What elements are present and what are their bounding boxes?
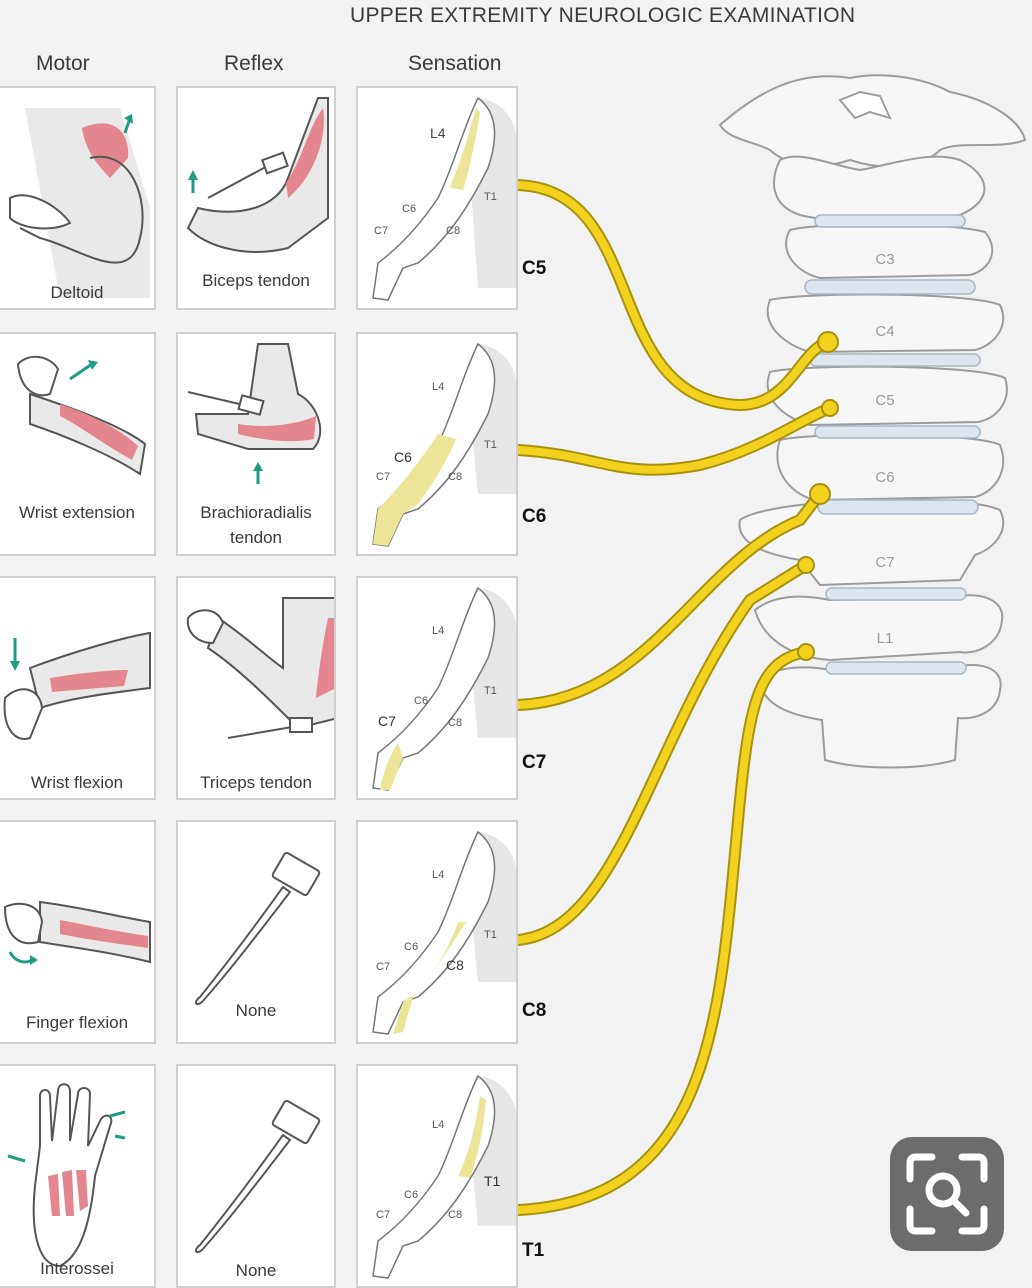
wrist-flexion-illustration xyxy=(3,631,151,740)
motor-label: Wrist flexion xyxy=(30,773,124,792)
reflex-label: Biceps tendon xyxy=(202,271,310,290)
svg-text:C7: C7 xyxy=(374,225,388,237)
vertebra-label: C5 xyxy=(875,392,894,409)
brachioradialis-reflex-illustration xyxy=(187,343,322,484)
sensation-card: L4 T1 C6 C8 C7 xyxy=(356,820,518,1044)
svg-text:C8: C8 xyxy=(448,717,462,729)
biceps-reflex-illustration xyxy=(186,97,329,253)
motor-label: Wrist extension xyxy=(19,503,135,522)
svg-text:L4: L4 xyxy=(432,381,444,393)
reflex-card: Biceps tendon xyxy=(176,86,336,310)
svg-text:C8: C8 xyxy=(446,225,460,237)
triceps-reflex-illustration xyxy=(186,597,334,739)
nerve-level-label: C8 xyxy=(522,1000,547,1021)
vertebra-label: C7 xyxy=(875,554,894,571)
svg-text:C7: C7 xyxy=(376,961,390,973)
nerve-root-c6 xyxy=(514,404,834,474)
svg-text:T1: T1 xyxy=(484,1173,501,1189)
sensation-card: L4 T1 C6 C8 C7 xyxy=(356,332,518,556)
reflex-card: Triceps tendon xyxy=(176,576,336,800)
svg-text:L4: L4 xyxy=(430,125,446,141)
atlas-vertebra xyxy=(718,74,1027,168)
motor-card: Wrist flexion xyxy=(0,576,156,800)
dermatome-arm-illustration: L4 T1 C6 C8 C7 xyxy=(372,586,516,791)
visual-search-button[interactable] xyxy=(890,1137,1004,1251)
nerve-level-label: T1 xyxy=(522,1240,545,1261)
motor-card: Deltoid xyxy=(0,86,156,310)
sensation-card: L4 T1 C6 C8 C7 xyxy=(356,86,518,310)
motor-card: Finger flexion xyxy=(0,820,156,1044)
motor-card: Interossei xyxy=(0,1064,156,1288)
sensation-card: L4 T1 C6 C8 C7 xyxy=(356,576,518,800)
vertebra-label: C6 xyxy=(875,469,894,486)
svg-text:C7: C7 xyxy=(376,1209,390,1221)
reflex-card: None xyxy=(176,820,336,1044)
svg-text:L4: L4 xyxy=(432,1119,444,1131)
deltoid-illustration xyxy=(9,108,150,298)
motor-label: Deltoid xyxy=(50,283,104,302)
nerve-level-label: C7 xyxy=(522,752,547,773)
reflex-label: None xyxy=(235,1001,277,1020)
page-title: UPPER EXTREMITY NEUROLOGIC EXAMINATION xyxy=(350,4,856,27)
nerve-level-label: C6 xyxy=(522,506,547,527)
motor-label: Finger flexion xyxy=(25,1013,129,1032)
sensation-card: L4 T1 C6 C8 C7 xyxy=(356,1064,518,1288)
svg-text:T1: T1 xyxy=(484,685,497,697)
column-header-reflex: Reflex xyxy=(224,52,284,75)
svg-text:C7: C7 xyxy=(378,713,396,729)
nerve-root-c7 xyxy=(514,490,824,709)
axis-vertebra xyxy=(773,155,986,224)
motor-card: Wrist extension xyxy=(0,332,156,556)
reflex-hammer-icon xyxy=(194,851,321,1006)
svg-text:C6: C6 xyxy=(414,695,428,707)
svg-text:C6: C6 xyxy=(402,203,416,215)
reflex-card: None xyxy=(176,1064,336,1288)
nerve-root-c8 xyxy=(514,561,810,944)
dermatome-arm-illustration: L4 T1 C6 C8 C7 xyxy=(372,342,516,547)
svg-text:C6: C6 xyxy=(404,1189,418,1201)
column-header-motor: Motor xyxy=(36,52,90,75)
svg-text:C6: C6 xyxy=(394,449,412,465)
svg-text:T1: T1 xyxy=(484,929,497,941)
wrist-extension-illustration xyxy=(16,355,147,476)
svg-text:T1: T1 xyxy=(484,439,497,451)
svg-text:C8: C8 xyxy=(446,957,464,973)
finger-flexion-illustration xyxy=(3,900,151,965)
nerve-level-label: C5 xyxy=(522,258,547,279)
dermatome-arm-illustration: L4 T1 C6 C8 C7 xyxy=(372,1074,516,1279)
search-icon xyxy=(906,1153,988,1235)
motor-label: Interossei xyxy=(40,1259,114,1278)
dermatome-arm-illustration: L4 T1 C6 C8 C7 xyxy=(372,830,516,1035)
dermatome-arm-illustration: L4 T1 C6 C8 C7 xyxy=(372,96,516,301)
reflex-label: None xyxy=(235,1261,277,1280)
column-header-sensation: Sensation xyxy=(408,52,502,75)
nerve-root-t1 xyxy=(514,648,810,1214)
reflex-label: Brachioradialis tendon xyxy=(200,503,312,547)
svg-text:C6: C6 xyxy=(404,941,418,953)
vertebra-label: C3 xyxy=(875,251,894,268)
svg-text:C7: C7 xyxy=(376,471,390,483)
svg-text:L4: L4 xyxy=(432,869,444,881)
vertebra-label: C4 xyxy=(875,323,894,340)
reflex-card: Brachioradialis tendon xyxy=(176,332,336,556)
interossei-illustration xyxy=(7,1083,126,1268)
svg-text:L4: L4 xyxy=(432,625,444,637)
reflex-label: Triceps tendon xyxy=(200,773,312,792)
nerve-root-c5 xyxy=(514,181,832,410)
reflex-hammer-icon xyxy=(194,1099,321,1254)
svg-text:C8: C8 xyxy=(448,471,462,483)
svg-text:T1: T1 xyxy=(484,191,497,203)
svg-text:C8: C8 xyxy=(448,1209,462,1221)
vertebra-label: L1 xyxy=(877,630,894,647)
